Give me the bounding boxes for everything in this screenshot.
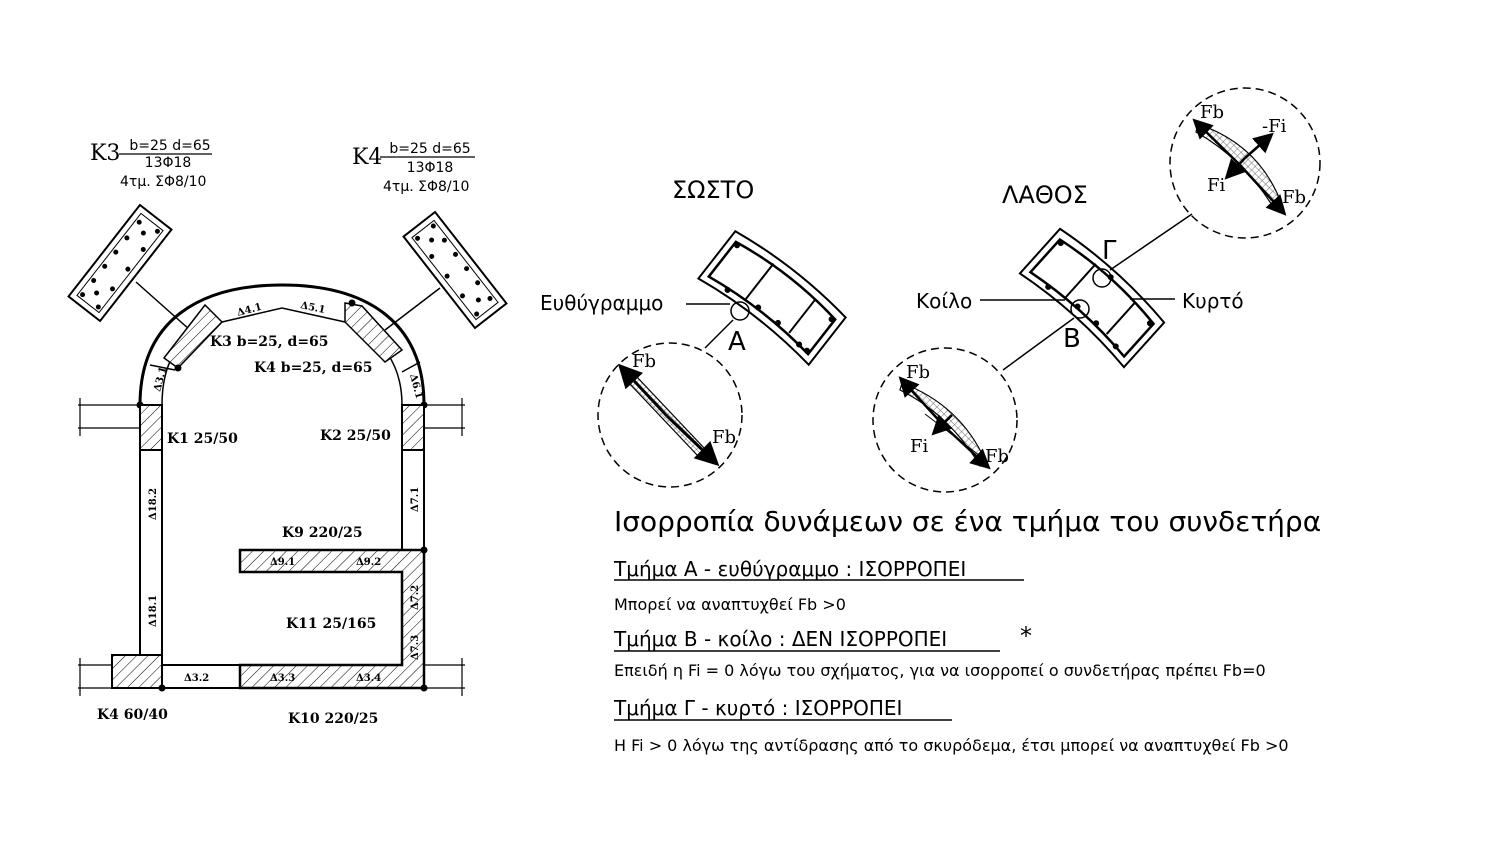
correct-example: ΣΩΣΤΟ Ευθύγραμμο A Fb Fb (540, 176, 847, 488)
wall-label: Δ7.3 (410, 635, 421, 660)
convex-label: Κυρτό (1182, 289, 1244, 313)
section-b-text: Επειδή η Fi = 0 λόγω του σχήματος, για ν… (614, 661, 1266, 680)
k2-label: K2 25/50 (320, 428, 391, 444)
k9-label: K9 220/25 (282, 525, 363, 541)
fb-label: Fb (1282, 187, 1306, 208)
wall-label: Δ7.2 (410, 585, 421, 610)
k2-column (401, 404, 425, 451)
detail-a-circle (597, 342, 743, 488)
wall-label: Δ3.1 (152, 366, 169, 393)
callout-name: K4 (352, 145, 382, 170)
wall-label: Δ3.2 (184, 673, 209, 684)
k4-60-40-column (111, 654, 163, 689)
k1-column (139, 404, 163, 451)
fb-label: Fb (712, 427, 736, 448)
detail-b-circle (872, 347, 1018, 493)
point-a-label: A (728, 327, 746, 357)
fb-label: Fb (1200, 102, 1224, 123)
wall-label: Δ7.1 (410, 487, 421, 512)
k4b-label: K4 60/40 (97, 707, 168, 723)
asterisk: * (1020, 622, 1032, 650)
fb-label: Fb (906, 362, 930, 383)
fb-label: Fb (632, 351, 656, 372)
callout-bars: 13Φ18 (407, 160, 454, 176)
point-b-label: B (1063, 324, 1081, 354)
fb-label: Fb (985, 446, 1009, 467)
point-g-label: Γ (1102, 236, 1117, 266)
k1-label: K1 25/50 (167, 431, 238, 447)
callout-dims: b=25 d=65 (389, 141, 470, 157)
k3-label: K3 b=25, d=65 (210, 334, 329, 350)
callout-stirrups: 4τμ. ΣΦ8/10 (120, 174, 206, 190)
wall-label: Δ5.1 (299, 300, 326, 316)
callout-bars: 13Φ18 (145, 155, 192, 171)
fi-label: Fi (910, 436, 928, 457)
callout-dims: b=25 d=65 (129, 138, 210, 154)
straight-label: Ευθύγραμμο (540, 291, 663, 315)
k11-label: K11 25/165 (286, 616, 376, 632)
k9-k10-k11-wall (238, 548, 426, 690)
minus-fi-label: -Fi (1262, 116, 1287, 137)
concave-label: Κοίλο (916, 289, 972, 313)
wall-label: Δ9.2 (356, 557, 381, 568)
k3-column (162, 303, 224, 369)
wrong-example: ΛΑΘΟΣ Κοίλο Κυρτό B Γ Fb Fi Fb (872, 87, 1321, 493)
section-b-heading: Τμήμα Β - κοίλο : ΔΕΝ ΙΣΟΡΡΟΠΕΙ (613, 627, 947, 651)
section-g-heading: Τμήμα Γ - κυρτό : ΙΣΟΡΡΟΠΕΙ (613, 696, 902, 720)
k4-section-detail (402, 210, 508, 330)
correct-title: ΣΩΣΤΟ (672, 176, 754, 204)
floor-plan: K3 b=25 d=65 13Φ18 4τμ. ΣΦ8/10 K4 b=25 d… (67, 138, 508, 727)
callout-stirrups: 4τμ. ΣΦ8/10 (383, 179, 469, 195)
section-a-heading: Τμήμα Α - ευθύγραμμο : ΙΣΟΡΡΟΠΕΙ (613, 557, 966, 581)
k4-callout: K4 b=25 d=65 13Φ18 4τμ. ΣΦ8/10 (352, 141, 475, 195)
k4-label: K4 b=25, d=65 (254, 360, 373, 376)
notes: Ισορροπία δυνάμεων σε ένα τμήμα του συνδ… (613, 505, 1321, 755)
notes-title: Ισορροπία δυνάμεων σε ένα τμήμα του συνδ… (614, 505, 1321, 538)
wrong-title: ΛΑΘΟΣ (1002, 181, 1088, 209)
wall-label: Δ18.2 (148, 488, 159, 520)
callout-name: K3 (90, 141, 120, 166)
k4-column-arch (344, 302, 404, 363)
wall-label: Δ3.4 (356, 673, 381, 684)
section-g-text: Η Fi > 0 λόγω της αντίδρασης από το σκυρ… (614, 736, 1289, 755)
wall-label: Δ9.1 (270, 557, 295, 568)
k3-section-detail (67, 203, 173, 323)
k10-label: K10 220/25 (288, 711, 378, 727)
wall-label: Δ18.1 (148, 595, 159, 627)
fi-label: Fi (1207, 175, 1225, 196)
k3-callout: K3 b=25 d=65 13Φ18 4τμ. ΣΦ8/10 (90, 138, 212, 190)
detail-g-circle (1169, 87, 1321, 239)
wall-label: Δ3.3 (270, 673, 295, 684)
section-a-text: Μπορεί να αναπτυχθεί Fb >0 (614, 595, 846, 614)
